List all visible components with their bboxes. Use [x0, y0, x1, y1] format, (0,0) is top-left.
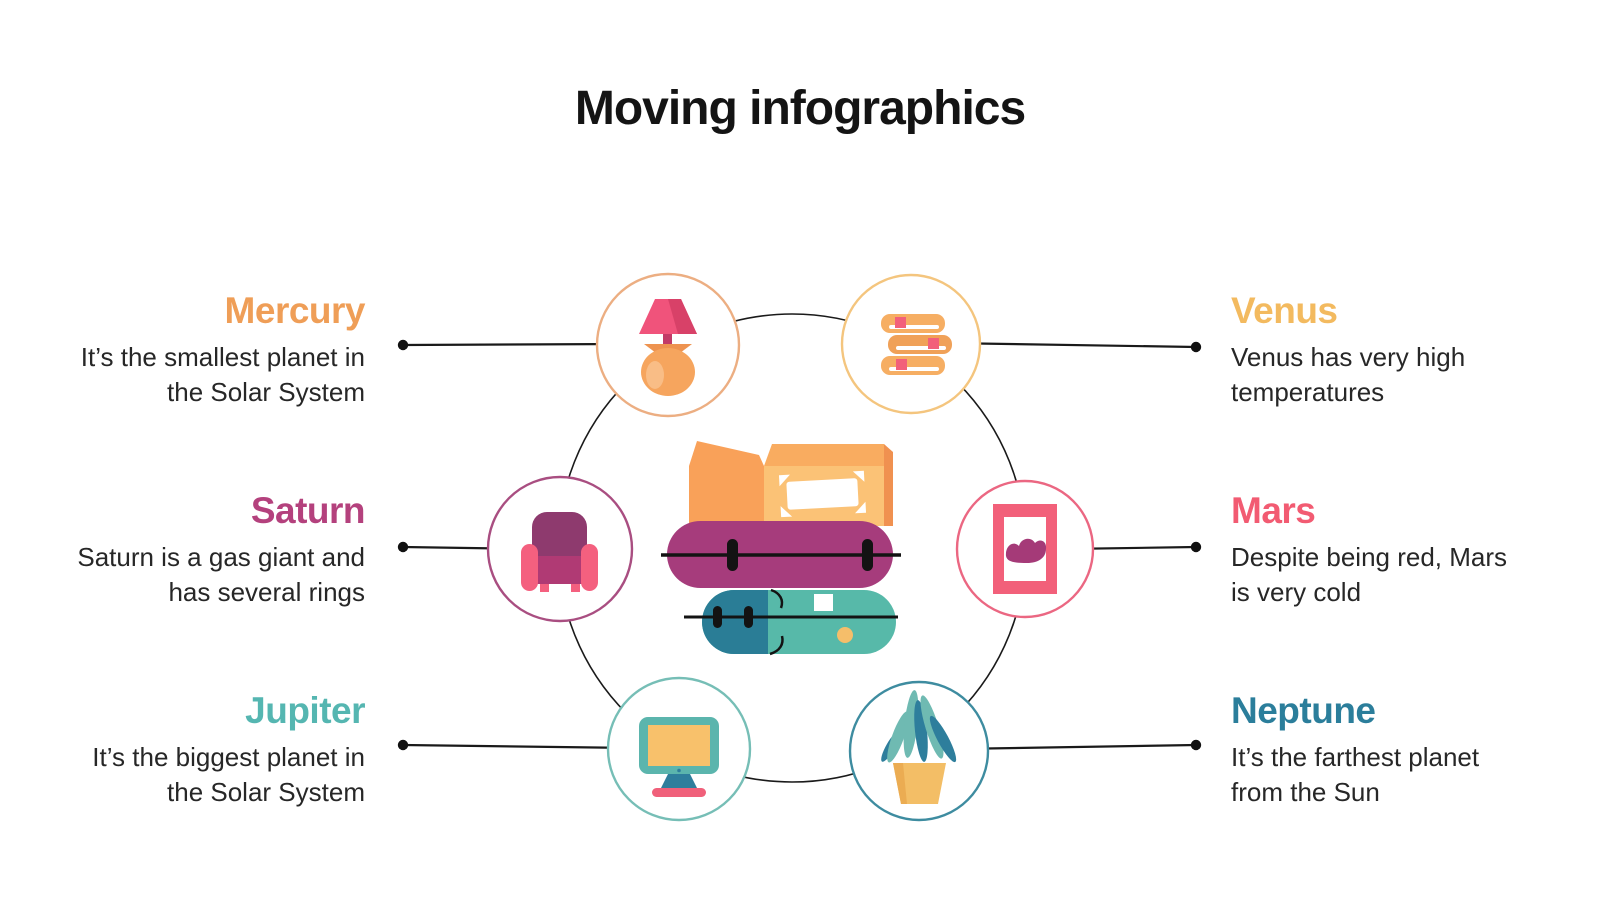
connector-dot-neptune — [1190, 739, 1202, 751]
rolled-rug-teal-icon — [684, 588, 898, 656]
picture-frame-icon — [993, 504, 1057, 594]
connector-line-venus — [944, 341, 1197, 349]
computer-monitor-icon — [639, 717, 719, 797]
planet-description-neptune: It’s the farthest planet from the Sun — [1231, 742, 1480, 808]
armchair-icon — [521, 512, 598, 592]
planet-description-mercury: It’s the smallest planet in the Solar Sy… — [80, 342, 365, 408]
planet-name-neptune: Neptune — [1231, 690, 1376, 731]
planet-name-mercury: Mercury — [224, 290, 366, 331]
planet-name-saturn: Saturn — [250, 490, 366, 531]
planet-block-neptune: Neptune It’s the farthest planet from th… — [1231, 690, 1571, 810]
planet-block-jupiter: Jupiter It’s the biggest planet in the S… — [25, 690, 365, 810]
page-title: Moving infographics — [574, 82, 1026, 135]
potted-plant-icon — [881, 690, 957, 804]
connector-dot-mars — [1190, 541, 1202, 553]
connector-dot-saturn — [397, 541, 409, 553]
planet-name-jupiter: Jupiter — [245, 690, 365, 731]
planet-block-saturn: Saturn Saturn is a gas giant and has sev… — [25, 490, 366, 610]
planet-name-mars: Mars — [1231, 490, 1316, 531]
connector-line-neptune — [954, 743, 1197, 751]
connector-dot-venus — [1190, 341, 1202, 353]
connector-line-mercury — [402, 342, 626, 347]
rolled-rug-magenta-icon — [661, 521, 901, 588]
planet-block-mars: Mars Despite being red, Mars is very col… — [1231, 490, 1571, 610]
planet-description-jupiter: It’s the biggest planet in the Solar Sys… — [92, 742, 365, 808]
connector-dot-mercury — [397, 339, 409, 351]
planet-name-venus: Venus — [1231, 290, 1338, 331]
planet-block-venus: Venus Venus has very high temperatures — [1231, 290, 1571, 410]
table-lamp-icon — [639, 299, 697, 396]
planet-description-mars: Despite being red, Mars is very cold — [1231, 542, 1508, 608]
planet-block-mercury: Mercury It’s the smallest planet in the … — [25, 290, 366, 410]
planet-description-saturn: Saturn is a gas giant and has several ri… — [77, 542, 365, 608]
planet-description-venus: Venus has very high temperatures — [1231, 342, 1466, 408]
connector-line-jupiter — [402, 743, 636, 750]
box-label-arrows — [778, 470, 867, 518]
connector-dot-jupiter — [397, 739, 409, 751]
book-stack-icon — [881, 314, 952, 375]
moving-box-icon — [689, 441, 893, 526]
